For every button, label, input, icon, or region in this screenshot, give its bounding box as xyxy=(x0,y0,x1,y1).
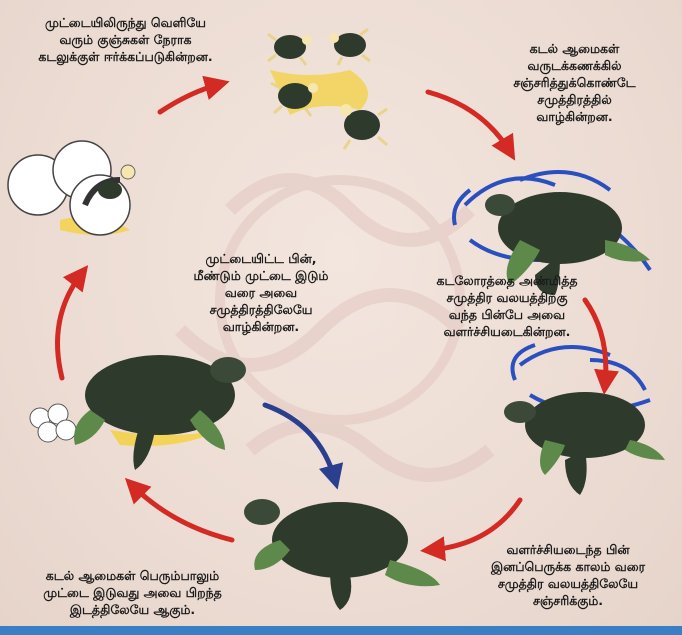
hatchling-2 xyxy=(329,29,370,65)
hatchling-4 xyxy=(340,104,387,149)
caption-nesting: கடல் ஆமைகள் பெரும்பாலும் முட்டை இடுவது அ… xyxy=(10,567,255,618)
breeding-turtle-illustration xyxy=(244,499,440,610)
hatchling-1 xyxy=(268,34,312,65)
caption-hatchlings: முட்டையிலிருந்து வெளியே வரும் குஞ்சுகள் … xyxy=(8,14,243,65)
caption-breeding: வளர்ச்சியடைந்த பின் இனப்பெருக்க காலம் வர… xyxy=(468,541,668,609)
caption-return-to-sea: முட்டையிட்ட பின், மீண்டும் முட்டை இடும் … xyxy=(176,250,346,335)
caption-coastal-growth: கடலோரத்தை அண்மித்த சமுத்திர வலயத்திற்கு … xyxy=(392,272,622,340)
arrow-breeding-to-nesting xyxy=(132,485,232,540)
caption-ocean-swim: கடல் ஆமைகள் வருடக்கணக்கில் சஞ்சரித்துக்க… xyxy=(492,40,657,125)
hatching-eggs-illustration xyxy=(8,141,135,235)
hatchlings-illustration xyxy=(268,29,387,149)
arrow-eggs-to-hatchlings xyxy=(160,84,220,112)
nest-eggs xyxy=(30,404,76,442)
bottom-border-strip xyxy=(0,626,682,635)
arrow-nesting-to-eggs xyxy=(58,273,83,378)
coastal-turtle-illustration xyxy=(504,345,665,495)
